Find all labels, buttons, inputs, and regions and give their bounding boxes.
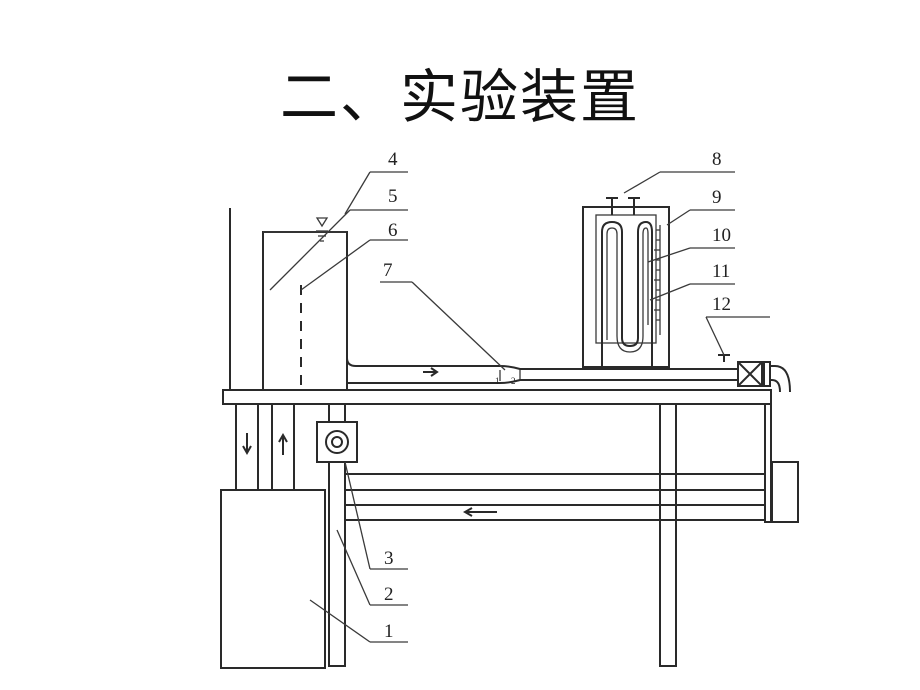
manometer-board <box>582 206 670 368</box>
water-level-icon <box>315 217 329 228</box>
table-leg-right <box>659 403 677 667</box>
sump-side-box <box>771 461 799 523</box>
pump <box>316 421 358 463</box>
label-1: 1 <box>384 621 394 642</box>
label-8: 8 <box>712 149 722 170</box>
label-6: 6 <box>388 220 398 241</box>
table-leg-left <box>328 403 346 667</box>
label-4: 4 <box>388 149 398 170</box>
label-7: 7 <box>383 260 393 281</box>
outlet-hose <box>762 365 791 393</box>
label-5: 5 <box>388 186 398 207</box>
section-mark-2: 2 <box>511 376 516 386</box>
pipe-top <box>346 232 760 370</box>
label-12: 12 <box>712 294 731 315</box>
label-2: 2 <box>384 584 394 605</box>
u-tube <box>601 220 653 348</box>
pipe-bottom <box>347 379 760 384</box>
label-3: 3 <box>384 548 394 569</box>
scale-ruler <box>654 225 661 335</box>
table-top <box>222 389 772 405</box>
sump-tank <box>220 489 326 669</box>
label-10: 10 <box>712 225 731 246</box>
label-9: 9 <box>712 187 722 208</box>
page-title: 二、实验装置 <box>279 63 640 131</box>
head-tank <box>262 231 348 391</box>
section-mark-1: 1 <box>495 376 500 386</box>
label-11: 11 <box>712 261 730 282</box>
leader-lines <box>269 171 770 643</box>
